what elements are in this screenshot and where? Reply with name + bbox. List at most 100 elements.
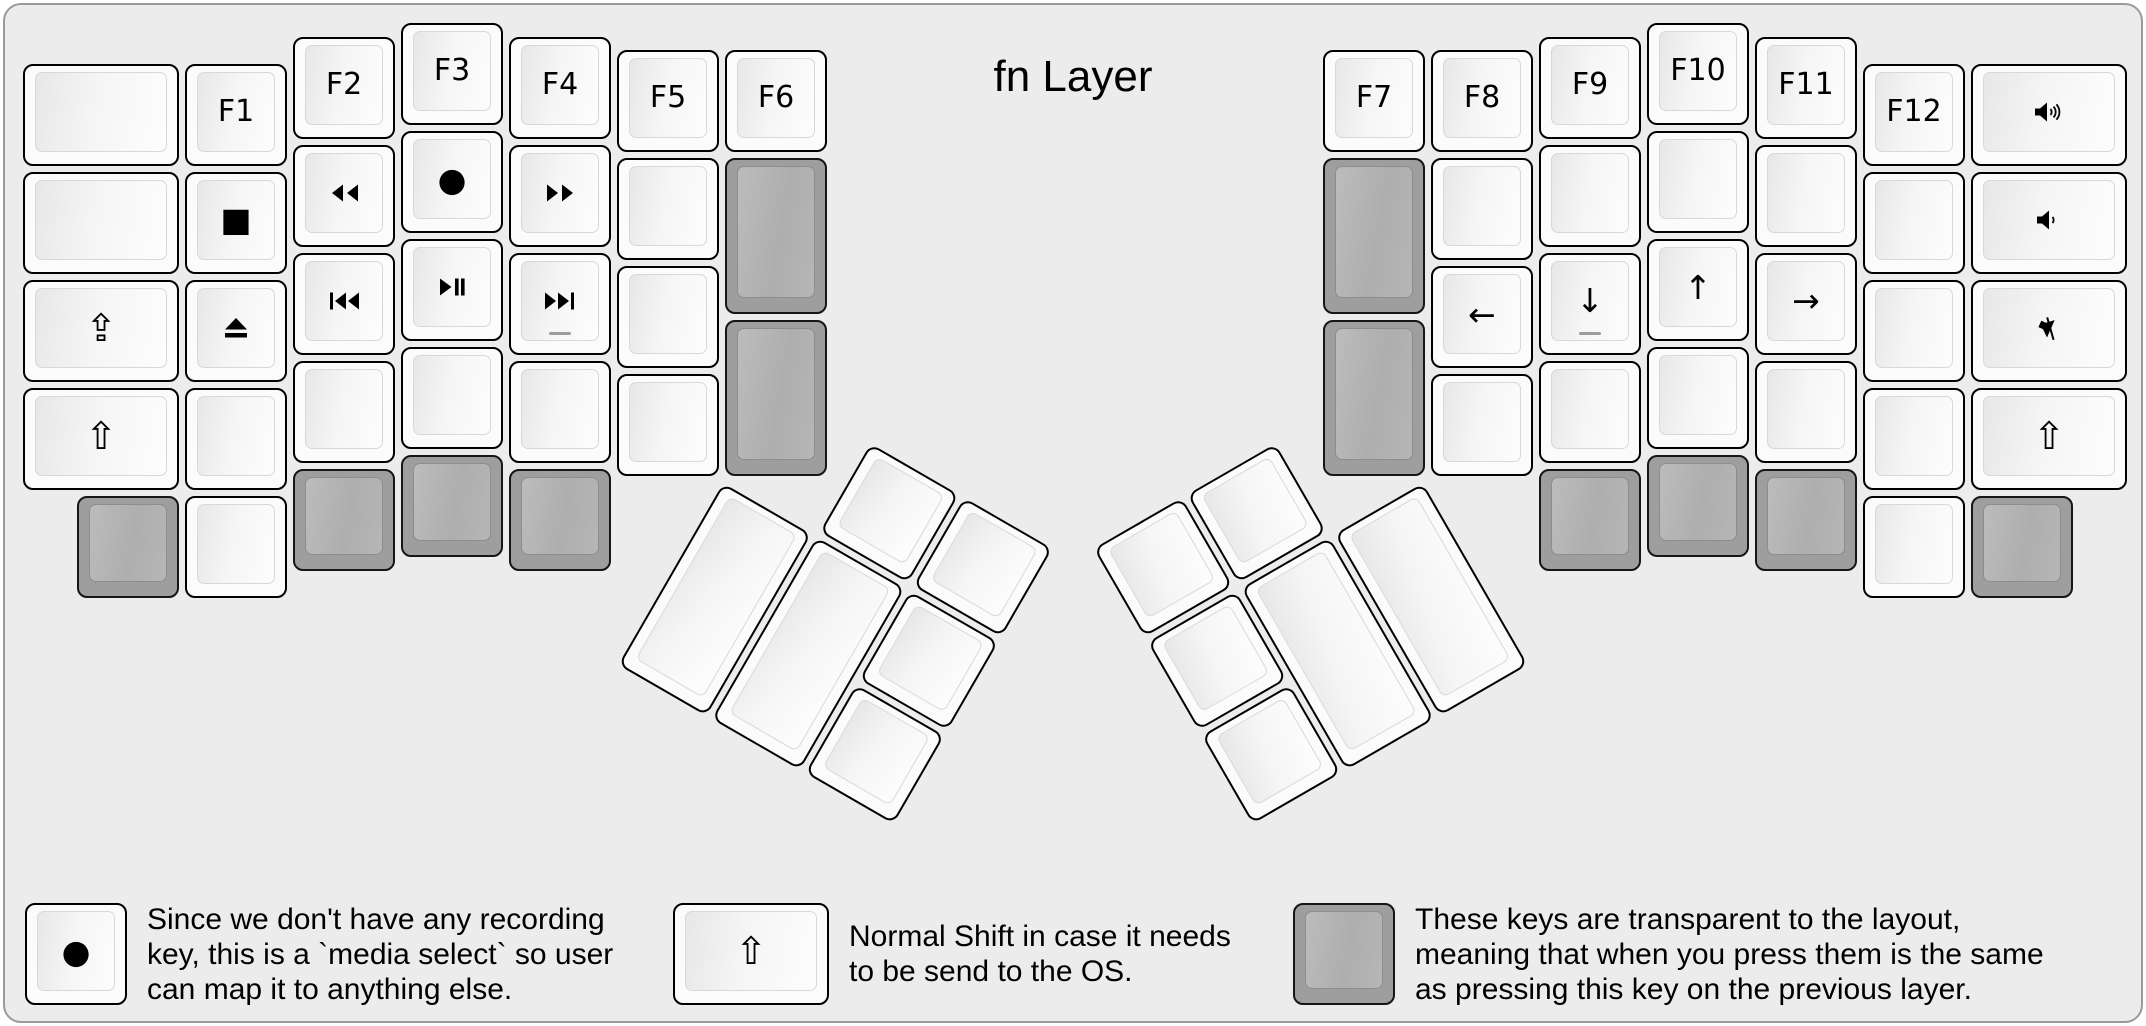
key-prev-track[interactable] xyxy=(293,252,395,355)
key-blank[interactable] xyxy=(1539,360,1641,463)
key-volume-down[interactable] xyxy=(1971,171,2127,274)
keycap-top: ← xyxy=(1443,274,1521,354)
key-transparent[interactable] xyxy=(1755,468,1857,571)
volume-down-icon xyxy=(2037,210,2055,229)
key-blank[interactable] xyxy=(23,171,179,274)
key-f12[interactable]: F12 xyxy=(1863,63,1965,166)
key-cell xyxy=(1644,452,1752,560)
key-f2[interactable]: F2 xyxy=(293,36,395,139)
key-cell xyxy=(1860,385,1968,493)
key-blank[interactable] xyxy=(617,266,719,368)
key-blank[interactable] xyxy=(1863,387,1965,490)
key-label: ⇧ xyxy=(735,929,767,973)
key-cell xyxy=(506,142,614,250)
keycap-top: F3 xyxy=(413,31,491,111)
key-blank[interactable] xyxy=(1863,495,1965,598)
key-transparent[interactable] xyxy=(725,158,827,314)
key-f3[interactable]: F3 xyxy=(401,23,503,125)
key-cell xyxy=(614,371,722,479)
key-fast-forward[interactable] xyxy=(509,144,611,247)
key-cell: F1 xyxy=(182,61,290,169)
key-f1[interactable]: F1 xyxy=(185,63,287,166)
keycap-top xyxy=(1875,287,1953,368)
key-rewind[interactable] xyxy=(293,144,395,247)
key-arrow-up[interactable]: ↑ xyxy=(1647,239,1749,341)
key-play-pause[interactable] xyxy=(401,239,503,341)
key-blank[interactable] xyxy=(1863,171,1965,274)
keycap-top xyxy=(1767,152,1845,233)
keycap-top xyxy=(930,510,1039,619)
key-f6[interactable]: F6 xyxy=(725,50,827,152)
key-f11[interactable]: F11 xyxy=(1755,36,1857,139)
keycap-top xyxy=(521,368,599,449)
legend-record-key-slot: ● xyxy=(22,900,130,1008)
key-next-track[interactable] xyxy=(509,252,611,355)
keycap-top xyxy=(1659,355,1737,435)
key-f7[interactable]: F7 xyxy=(1323,50,1425,152)
key-arrow-right[interactable]: → xyxy=(1755,252,1857,355)
key-transparent[interactable] xyxy=(1323,158,1425,314)
key-blank[interactable] xyxy=(293,360,395,463)
key-cell: F11 xyxy=(1752,34,1860,142)
keycap-top xyxy=(876,604,985,713)
key-transparent[interactable] xyxy=(1323,320,1425,476)
play-pause-icon xyxy=(440,278,465,296)
key-blank[interactable] xyxy=(509,360,611,463)
key-f4[interactable]: F4 xyxy=(509,36,611,139)
key-label: F4 xyxy=(541,66,579,102)
key-blank[interactable] xyxy=(617,158,719,260)
key-record[interactable]: ● xyxy=(401,131,503,233)
key-mute[interactable] xyxy=(1971,279,2127,382)
key-cell xyxy=(20,61,182,169)
key-f9[interactable]: F9 xyxy=(1539,36,1641,139)
key-f10[interactable]: F10 xyxy=(1647,23,1749,125)
key-arrow-down[interactable]: ↓ xyxy=(1539,252,1641,355)
key-blank[interactable] xyxy=(185,495,287,598)
key-blank[interactable] xyxy=(617,374,719,476)
key-transparent[interactable] xyxy=(1971,495,2073,598)
keycap-top xyxy=(35,179,167,260)
key-cell: ⇧ xyxy=(670,900,832,1008)
key-eject[interactable] xyxy=(185,279,287,382)
key-blank[interactable] xyxy=(185,387,287,490)
keycap-top xyxy=(413,355,491,435)
keycap-top xyxy=(1107,510,1216,619)
key-blank[interactable] xyxy=(1431,158,1533,260)
key-cell: F2 xyxy=(290,34,398,142)
key-blank[interactable] xyxy=(1863,279,1965,382)
key-transparent[interactable] xyxy=(401,455,503,557)
key-blank[interactable] xyxy=(23,63,179,166)
key-blank[interactable] xyxy=(401,347,503,449)
key-transparent[interactable] xyxy=(77,495,179,598)
key-cell xyxy=(1536,142,1644,250)
key-blank[interactable] xyxy=(1647,347,1749,449)
key-blank[interactable] xyxy=(1539,144,1641,247)
key-f8[interactable]: F8 xyxy=(1431,50,1533,152)
key-shift[interactable]: ⇧ xyxy=(1971,387,2127,490)
key-blank[interactable] xyxy=(1755,144,1857,247)
keycap-top: ■ xyxy=(197,179,275,260)
keycap-top: F11 xyxy=(1767,44,1845,125)
key-shift-lock[interactable]: ⇪ xyxy=(23,279,179,382)
key-stop[interactable]: ■ xyxy=(185,171,287,274)
key-transparent[interactable] xyxy=(725,320,827,476)
key-blank[interactable] xyxy=(1755,360,1857,463)
keycap-top: F8 xyxy=(1443,58,1521,138)
key-cell: ● xyxy=(22,900,130,1008)
key-transparent[interactable] xyxy=(1539,468,1641,571)
key-transparent[interactable] xyxy=(293,468,395,571)
key-blank[interactable] xyxy=(1431,374,1533,476)
key-f5[interactable]: F5 xyxy=(617,50,719,152)
key-transparent[interactable] xyxy=(509,468,611,571)
rewind-icon xyxy=(332,184,358,201)
key-cell: ← xyxy=(1428,263,1536,371)
key-volume-up[interactable] xyxy=(1971,63,2127,166)
key-label: F3 xyxy=(433,53,471,88)
key-blank[interactable] xyxy=(1647,131,1749,233)
key-cell xyxy=(1428,371,1536,479)
key-transparent[interactable] xyxy=(1647,455,1749,557)
key-arrow-left[interactable]: ← xyxy=(1431,266,1533,368)
key-shift[interactable]: ⇧ xyxy=(23,387,179,490)
legend-shift-text: Normal Shift in case it needs to be send… xyxy=(849,920,1231,988)
